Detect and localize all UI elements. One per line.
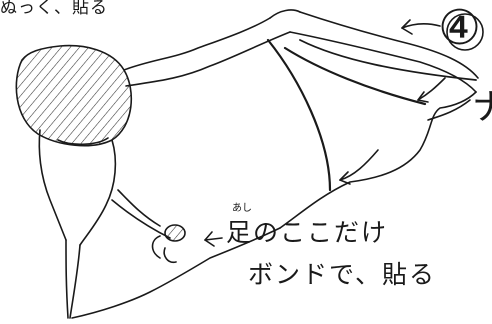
instruction-line-1: 足のここだけ (226, 218, 389, 247)
body-shape (15, 44, 133, 319)
arrow-icon (204, 19, 446, 247)
arm-shape (123, 9, 479, 93)
step-number: ④ (438, 0, 482, 56)
edge-text-fragment: ナ (472, 87, 492, 128)
instruction-line-2: ボンドで、貼る (248, 260, 437, 289)
wing-membrane (71, 91, 477, 319)
ruby-reading: あし (232, 203, 252, 214)
top-note-fragment: ぬっく、貼る (0, 0, 108, 18)
wing-fingers (266, 38, 477, 192)
foot-sketch (117, 189, 186, 264)
step-circle (446, 13, 484, 51)
